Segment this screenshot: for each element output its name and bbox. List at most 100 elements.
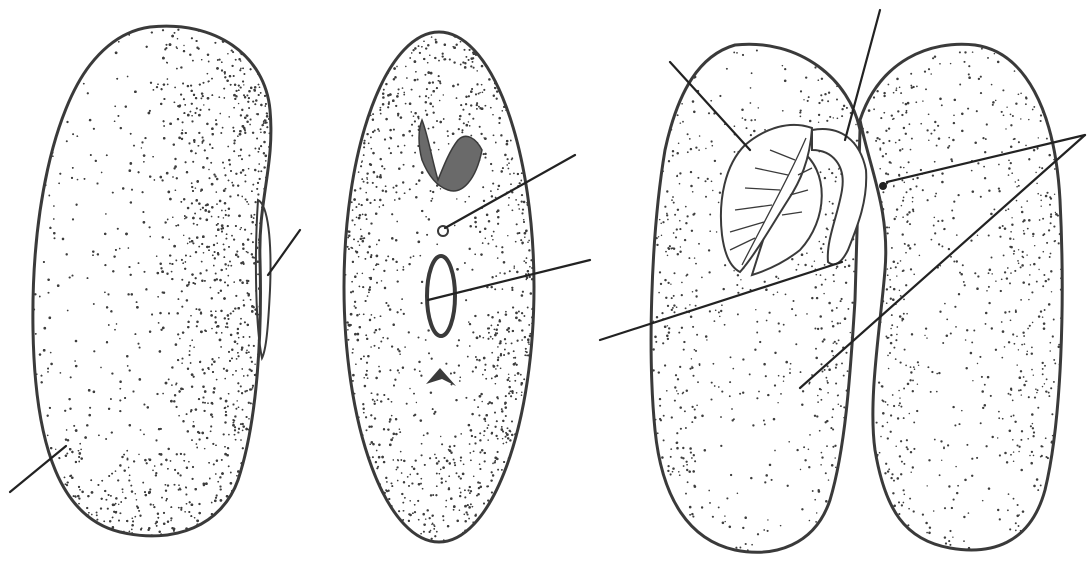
stipple-dot: [191, 339, 193, 341]
stipple-dot: [250, 402, 252, 404]
stipple-dot: [264, 222, 266, 224]
stipple-dot: [525, 535, 527, 537]
stipple-dot: [269, 360, 271, 362]
stipple-dot: [235, 370, 237, 372]
stipple-dot: [32, 400, 33, 401]
stipple-dot: [372, 524, 374, 526]
stipple-dot: [198, 533, 200, 535]
stipple-dot: [160, 176, 163, 179]
stipple-dot: [255, 62, 257, 64]
stipple-dot: [254, 421, 256, 423]
stipple-dot: [531, 451, 534, 454]
stipple-dot: [217, 325, 220, 328]
stipple-dot: [355, 481, 357, 483]
stipple-dot: [36, 485, 38, 487]
stipple-dot: [248, 51, 250, 53]
stipple-dot: [207, 523, 209, 525]
stipple-dot: [527, 404, 529, 406]
stipple-dot: [50, 447, 52, 449]
stipple-dot: [255, 27, 257, 29]
stipple-dot: [131, 293, 133, 295]
stipple-dot: [176, 406, 178, 408]
stipple-dot: [250, 32, 252, 34]
stipple-dot: [255, 62, 257, 64]
stipple-dot: [272, 342, 274, 344]
stipple-dot: [348, 447, 350, 449]
stipple-dot: [378, 80, 380, 82]
stipple-dot: [273, 226, 275, 228]
stipple-dot: [94, 533, 96, 535]
stipple-dot: [187, 207, 190, 210]
stipple-dot: [249, 456, 251, 458]
stipple-dot: [213, 244, 215, 246]
stipple-dot: [39, 296, 41, 298]
stipple-dot: [177, 472, 179, 474]
stipple-dot: [521, 503, 523, 505]
stipple-dot: [260, 92, 262, 94]
stipple-dot: [260, 526, 262, 528]
stipple-dot: [63, 534, 66, 537]
stipple-dot: [95, 160, 97, 162]
stipple-dot: [479, 463, 481, 465]
stipple-dot: [254, 363, 256, 365]
stipple-dot: [45, 525, 47, 527]
stipple-dot: [211, 364, 213, 366]
stipple-dot: [251, 45, 253, 47]
stipple-dot: [256, 517, 258, 519]
stipple-dot: [231, 535, 233, 537]
stipple-dot: [42, 488, 44, 490]
stipple-dot: [520, 83, 523, 86]
stipple-dot: [265, 532, 267, 534]
stipple-dot: [229, 195, 231, 197]
stipple-dot: [226, 495, 229, 498]
stipple-dot: [234, 426, 236, 428]
stipple-dot: [519, 48, 521, 50]
stipple-dot: [113, 538, 115, 540]
stipple-dot: [207, 73, 209, 75]
stipple-dot: [368, 74, 370, 76]
stipple-dot: [196, 523, 198, 525]
stipple-dot: [114, 329, 116, 331]
stipple-dot: [261, 493, 263, 495]
stipple-dot: [261, 472, 263, 474]
stipple-dot: [348, 92, 350, 94]
stipple-dot: [158, 537, 160, 539]
stipple-dot: [97, 253, 99, 255]
stipple-dot: [226, 369, 229, 372]
stipple-dot: [347, 109, 349, 111]
stipple-dot: [220, 346, 222, 348]
stipple-dot: [227, 503, 229, 505]
stipple-dot: [231, 182, 233, 184]
stipple-dot: [178, 137, 181, 140]
stipple-dot: [202, 95, 204, 97]
stipple-dot: [263, 455, 265, 457]
stipple-dot: [204, 390, 207, 393]
stipple-dot: [57, 497, 59, 499]
stipple-dot: [41, 474, 43, 476]
stipple-dot: [265, 504, 267, 506]
stipple-dot: [119, 399, 121, 401]
stipple-dot: [271, 61, 273, 63]
stipple-dot: [182, 262, 184, 264]
stipple-dot: [92, 539, 94, 541]
stipple-dot: [243, 84, 244, 85]
stipple-dot: [214, 500, 217, 503]
stipple-dot: [108, 293, 110, 295]
stipple-dot: [41, 375, 43, 377]
stipple-dot: [239, 507, 240, 508]
stipple-dot: [352, 117, 354, 119]
stipple-dot: [259, 178, 261, 180]
stipple-dot: [500, 522, 502, 524]
stipple-dot: [64, 477, 66, 479]
stipple-dot: [354, 528, 356, 530]
stipple-dot: [362, 458, 364, 460]
stipple-dot: [269, 83, 271, 85]
stipple-dot: [235, 254, 238, 257]
stipple-dot: [529, 186, 531, 188]
stipple-dot: [223, 249, 225, 251]
stipple-dot: [364, 45, 366, 47]
stipple-dot: [234, 531, 237, 534]
stipple-dot: [168, 448, 170, 450]
stipple-dot: [246, 497, 248, 499]
stipple-dot: [252, 507, 253, 508]
